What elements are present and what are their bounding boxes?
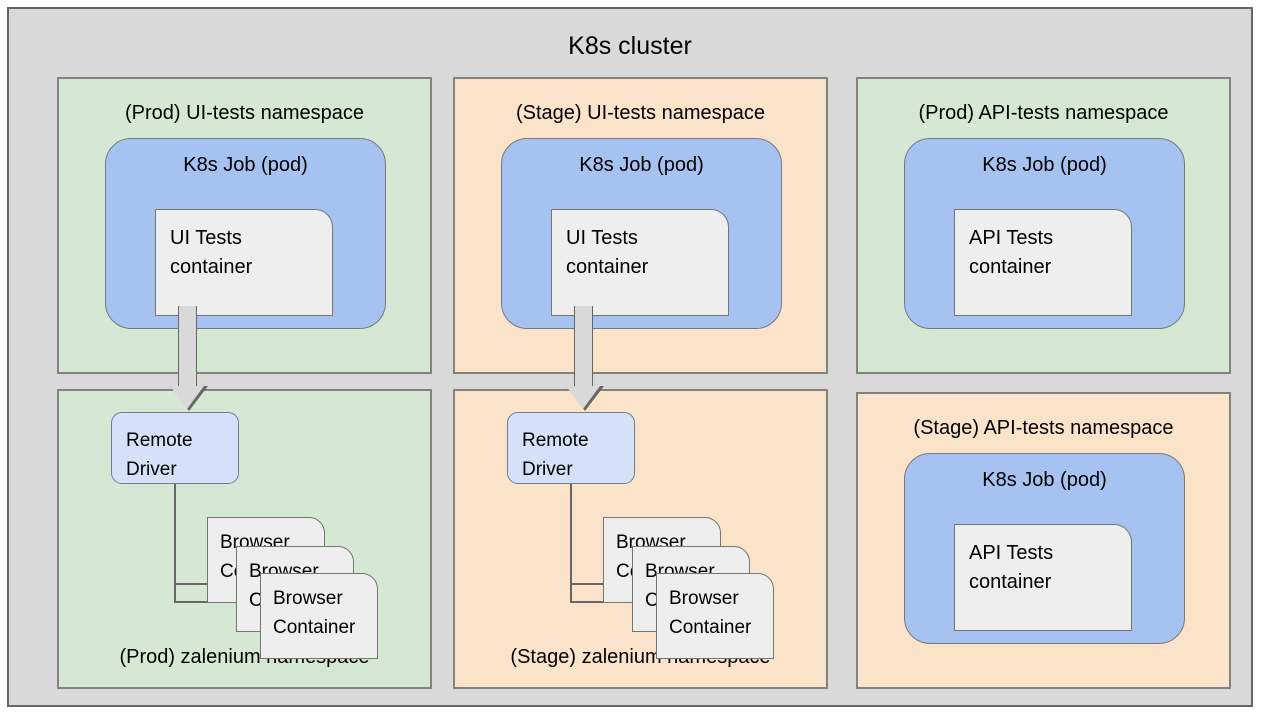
container-api-tests[interactable]: API Tests container <box>954 209 1132 316</box>
namespace-prod-api-tests[interactable]: (Prod) API-tests namespace K8s Job (pod)… <box>856 77 1231 374</box>
connector-driver-trunk <box>174 484 176 602</box>
namespace-label: (Prod) API-tests namespace <box>918 102 1169 124</box>
container-ui-tests[interactable]: UI Tests container <box>155 209 333 316</box>
namespace-stage-api-tests[interactable]: (Stage) API-tests namespace K8s Job (pod… <box>856 392 1231 689</box>
remote-driver-prod[interactable]: Remote Driver <box>111 412 239 484</box>
pod-title: K8s Job (pod) <box>579 154 704 176</box>
cluster-title: K8s cluster <box>568 32 692 60</box>
flow-arrow-stage-ui-to-driver <box>566 306 604 411</box>
pod-title: K8s Job (pod) <box>183 154 308 176</box>
namespace-prod-zalenium[interactable]: (Prod) zalenium namespace Remote Driver … <box>57 389 432 689</box>
connector-driver-trunk <box>570 484 572 602</box>
pod-title: K8s Job (pod) <box>982 154 1107 176</box>
namespace-prod-ui-tests[interactable]: (Prod) UI-tests namespace K8s Job (pod) … <box>57 77 432 374</box>
namespace-stage-ui-tests[interactable]: (Stage) UI-tests namespace K8s Job (pod)… <box>453 77 828 374</box>
namespace-label: (Stage) UI-tests namespace <box>516 102 765 124</box>
container-ui-tests[interactable]: UI Tests container <box>551 209 729 316</box>
browser-container[interactable]: Browser Container <box>656 573 774 659</box>
container-api-tests[interactable]: API Tests container <box>954 524 1132 631</box>
namespace-stage-zalenium[interactable]: (Stage) zalenium namespace Remote Driver… <box>453 389 828 689</box>
pod-title: K8s Job (pod) <box>982 469 1107 491</box>
namespace-label: (Stage) API-tests namespace <box>913 417 1174 439</box>
flow-arrow-prod-ui-to-driver <box>170 306 208 411</box>
namespace-label: (Prod) UI-tests namespace <box>125 102 364 124</box>
browser-container[interactable]: Browser Container <box>260 573 378 659</box>
remote-driver-stage[interactable]: Remote Driver <box>507 412 635 484</box>
